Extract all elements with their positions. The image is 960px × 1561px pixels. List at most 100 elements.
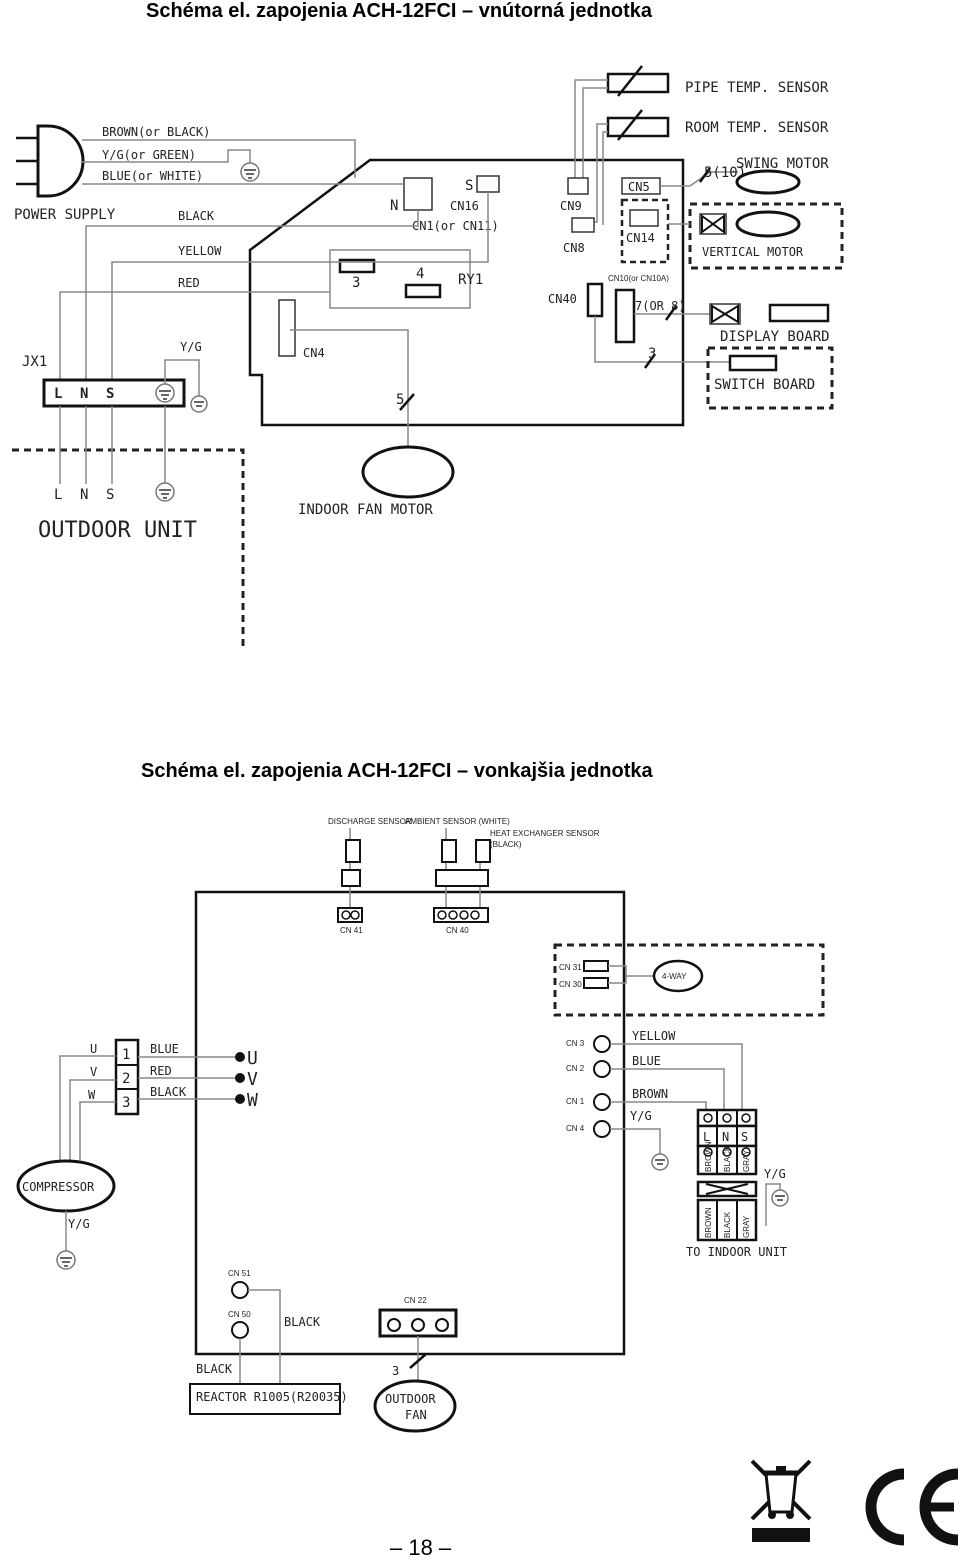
four-way-wire xyxy=(608,965,655,977)
cn14-dashed-area xyxy=(620,198,670,264)
cn3-terminal xyxy=(593,1035,611,1053)
v-label-left: V xyxy=(90,1065,97,1079)
terminal-brown-label: BROWN xyxy=(704,1141,713,1172)
u-label-right: U xyxy=(247,1048,258,1069)
n-black-wire xyxy=(85,210,419,384)
ambient-sensor xyxy=(441,828,457,908)
display-connector-mark xyxy=(711,304,739,324)
cn4-ground-wire xyxy=(610,1128,661,1154)
vertical-motor-label: VERTICAL MOTOR xyxy=(702,245,804,259)
blue-wire-out xyxy=(610,1068,725,1110)
yg-green-wire-label: Y/G(or GREEN) xyxy=(102,148,196,162)
w-label-left: W xyxy=(88,1088,96,1102)
cn40-label-out: CN 40 xyxy=(446,926,469,935)
cn41-pin-2 xyxy=(350,910,360,920)
cn51-terminal xyxy=(231,1281,249,1299)
cn4-label: CN4 xyxy=(303,346,325,360)
ground-symbol-1 xyxy=(240,162,260,182)
outdoor-unit-diagram: DISCHARGE SENSOR AMBIENT SENSOR (WHITE) … xyxy=(16,817,825,1433)
yg-label-cn4: Y/G xyxy=(630,1109,652,1123)
pipe-sensor-label: PIPE TEMP. SENSOR xyxy=(685,80,829,96)
heat-exchanger-color-label: (BLACK) xyxy=(490,840,522,849)
n-terminal-label: N xyxy=(390,198,398,214)
outdoor-unit-label: OUTDOOR UNIT xyxy=(38,518,197,543)
pipe-temp-sensor xyxy=(606,72,670,94)
relay-pin-3 xyxy=(338,258,376,274)
cn16-label: CN16 xyxy=(450,199,479,213)
cn22-pin-1 xyxy=(387,1318,401,1332)
uvw-2-label: 2 xyxy=(122,1071,130,1087)
pipe-sensor-slash xyxy=(617,65,643,97)
discharge-sensor-label: DISCHARGE SENSOR xyxy=(328,817,412,826)
swing-motor-label: SWING MOTOR xyxy=(736,156,829,172)
cn40-pin-2 xyxy=(448,910,458,920)
cn9-label: CN9 xyxy=(560,199,582,213)
cn1-label-out: CN 1 xyxy=(566,1097,585,1106)
four-way-valve xyxy=(652,959,704,993)
compressor-ground-icon xyxy=(56,1250,76,1270)
brown-wire-label: BROWN(or BLACK) xyxy=(102,125,210,139)
outdoor-l-label: L xyxy=(54,487,62,503)
outdoor-boundary xyxy=(12,448,245,648)
cn4-label-out: CN 4 xyxy=(566,1124,585,1133)
indoor-diagram-title: Schéma el. zapojenia ACH-12FCI – vnútorn… xyxy=(146,0,653,22)
u-label-left: U xyxy=(90,1042,97,1056)
switch-board xyxy=(728,354,778,372)
vertical-motor-connector-mark xyxy=(701,214,725,234)
jx1-ground-icon xyxy=(155,383,175,403)
cn2-label: CN 2 xyxy=(566,1064,585,1073)
seven-or-eight-label: 7(OR 8) xyxy=(635,299,686,313)
heat-exchanger-sensor xyxy=(475,839,491,908)
room-sensor-slash xyxy=(617,109,643,141)
room-sensor-wire xyxy=(594,123,608,223)
ambient-sensor-label: AMBIENT SENSOR (WHITE) xyxy=(405,817,510,826)
swing-motor xyxy=(735,169,801,195)
cn31-connector xyxy=(583,960,609,972)
cn40-connector xyxy=(586,282,604,318)
cn40-plug xyxy=(435,869,489,887)
fan-wire-count: 5 xyxy=(396,392,404,408)
indoor-fan-motor-label: INDOOR FAN MOTOR xyxy=(298,502,433,518)
indoor-fan-motor xyxy=(361,445,455,499)
yg-green-wire xyxy=(82,149,251,166)
black-wire-label: BLACK xyxy=(178,209,215,223)
reactor-wire-1 xyxy=(248,1289,281,1384)
compressor-u-wire xyxy=(59,1055,116,1160)
switch-board-label: SWITCH BOARD xyxy=(714,377,815,393)
switch-wire-tick xyxy=(643,353,657,369)
lns-s-label: S xyxy=(741,1130,748,1144)
cn9-connector xyxy=(567,177,589,195)
yellow-wire-label: YELLOW xyxy=(178,244,222,258)
jx1-ground-symbol xyxy=(190,395,208,413)
cn51-label: CN 51 xyxy=(228,1269,251,1278)
cn40-pin-1 xyxy=(437,910,447,920)
relay-group xyxy=(329,249,471,309)
cn4-terminal xyxy=(593,1120,611,1138)
relay-pin-4 xyxy=(404,283,442,299)
lns-l-label: L xyxy=(703,1130,710,1144)
room-sensor-wire-2 xyxy=(602,131,608,225)
jx1-l-label: L xyxy=(54,386,62,402)
outdoor-fan-label: OUTDOOR xyxy=(385,1392,436,1406)
cn50-terminal xyxy=(231,1321,249,1339)
display-board-label: DISPLAY BOARD xyxy=(720,329,830,345)
cn8-connector xyxy=(571,217,595,233)
discharge-sensor xyxy=(341,828,361,908)
uvw-1-label: 1 xyxy=(122,1047,130,1063)
cn10-label: CN10(or CN10A) xyxy=(608,274,669,283)
v-dot xyxy=(235,1073,245,1083)
yellow-label-out: YELLOW xyxy=(632,1029,676,1043)
reactor-black-label-2: BLACK xyxy=(196,1362,233,1376)
w-label-right: W xyxy=(247,1090,258,1111)
lns-n-label: N xyxy=(722,1130,729,1144)
jx1-n-label: N xyxy=(80,386,88,402)
cn41-label: CN 41 xyxy=(340,926,363,935)
indoor-unit-diagram: PIPE TEMP. SENSOR ROOM TEMP. SENSOR CN9 … xyxy=(12,65,844,648)
cn40-label: CN40 xyxy=(548,292,577,306)
terminal-gray-label: GRAY xyxy=(742,1149,751,1172)
swing-count-label: 5(10) xyxy=(704,165,746,181)
vertical-motor xyxy=(735,210,801,238)
vertical-motor-area xyxy=(688,202,844,270)
jx1-yg-label: Y/G xyxy=(180,340,202,354)
cable-black-label: BLACK xyxy=(723,1211,732,1238)
